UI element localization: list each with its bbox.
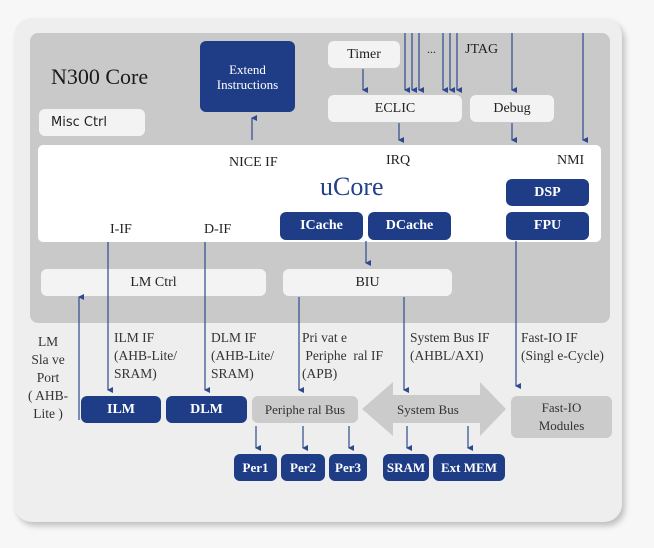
nmi-label: NMI	[557, 153, 585, 168]
extend-instructions-box: Extend Instructions	[200, 41, 295, 112]
timer-box: Timer	[328, 41, 400, 68]
biu-box: BIU	[283, 269, 452, 296]
core-title: N300 Core	[51, 64, 149, 89]
jtag-label: JTAG	[465, 42, 499, 57]
per1-box: Per1	[234, 454, 277, 481]
lm-ctrl-box: LM Ctrl	[41, 269, 266, 296]
sram-box: SRAM	[383, 454, 429, 481]
dcache-box: DCache	[368, 212, 451, 240]
ilm-box: ILM	[81, 396, 161, 423]
eclic-box: ECLIC	[328, 95, 462, 122]
icache-box: ICache	[280, 212, 363, 240]
peripheral-bus-box: Periphe ral Bus	[252, 396, 358, 423]
lm-slave-port-label: LM Sla ve Port ( AHB- Lite )	[28, 334, 69, 421]
ext-mem-box: Ext MEM	[433, 454, 505, 481]
misc-ctrl-box: Misc Ctrl	[39, 109, 145, 136]
nice-if-label: NICE IF	[229, 155, 278, 170]
d-if-label: D-IF	[204, 222, 232, 237]
dsp-box: DSP	[506, 179, 589, 206]
ucore-title: uCore	[320, 172, 384, 201]
irq-label: IRQ	[386, 153, 411, 168]
interrupt-ellipsis: ...	[427, 42, 436, 56]
per3-box: Per3	[329, 454, 367, 481]
i-if-label: I-IF	[110, 222, 132, 237]
ilm-if-label: ILM IF (AHB-Lite/ SRAM)	[114, 330, 177, 381]
system-bus-label: System Bus	[397, 402, 459, 417]
dlm-box: DLM	[166, 396, 247, 423]
per2-box: Per2	[281, 454, 325, 481]
debug-box: Debug	[470, 95, 554, 122]
fast-io-if-label: Fast-IO IF (Singl e-Cycle)	[521, 330, 604, 363]
fast-io-modules-box: Fast-IO Modules	[511, 396, 612, 438]
dlm-if-label: DLM IF (AHB-Lite/ SRAM)	[211, 330, 274, 381]
fpu-box: FPU	[506, 212, 589, 240]
system-bus-if-label: System Bus IF (AHBL/AXI)	[410, 330, 490, 363]
private-peripheral-if-label: Pri vat e Periphe ral IF (APB)	[302, 330, 383, 381]
